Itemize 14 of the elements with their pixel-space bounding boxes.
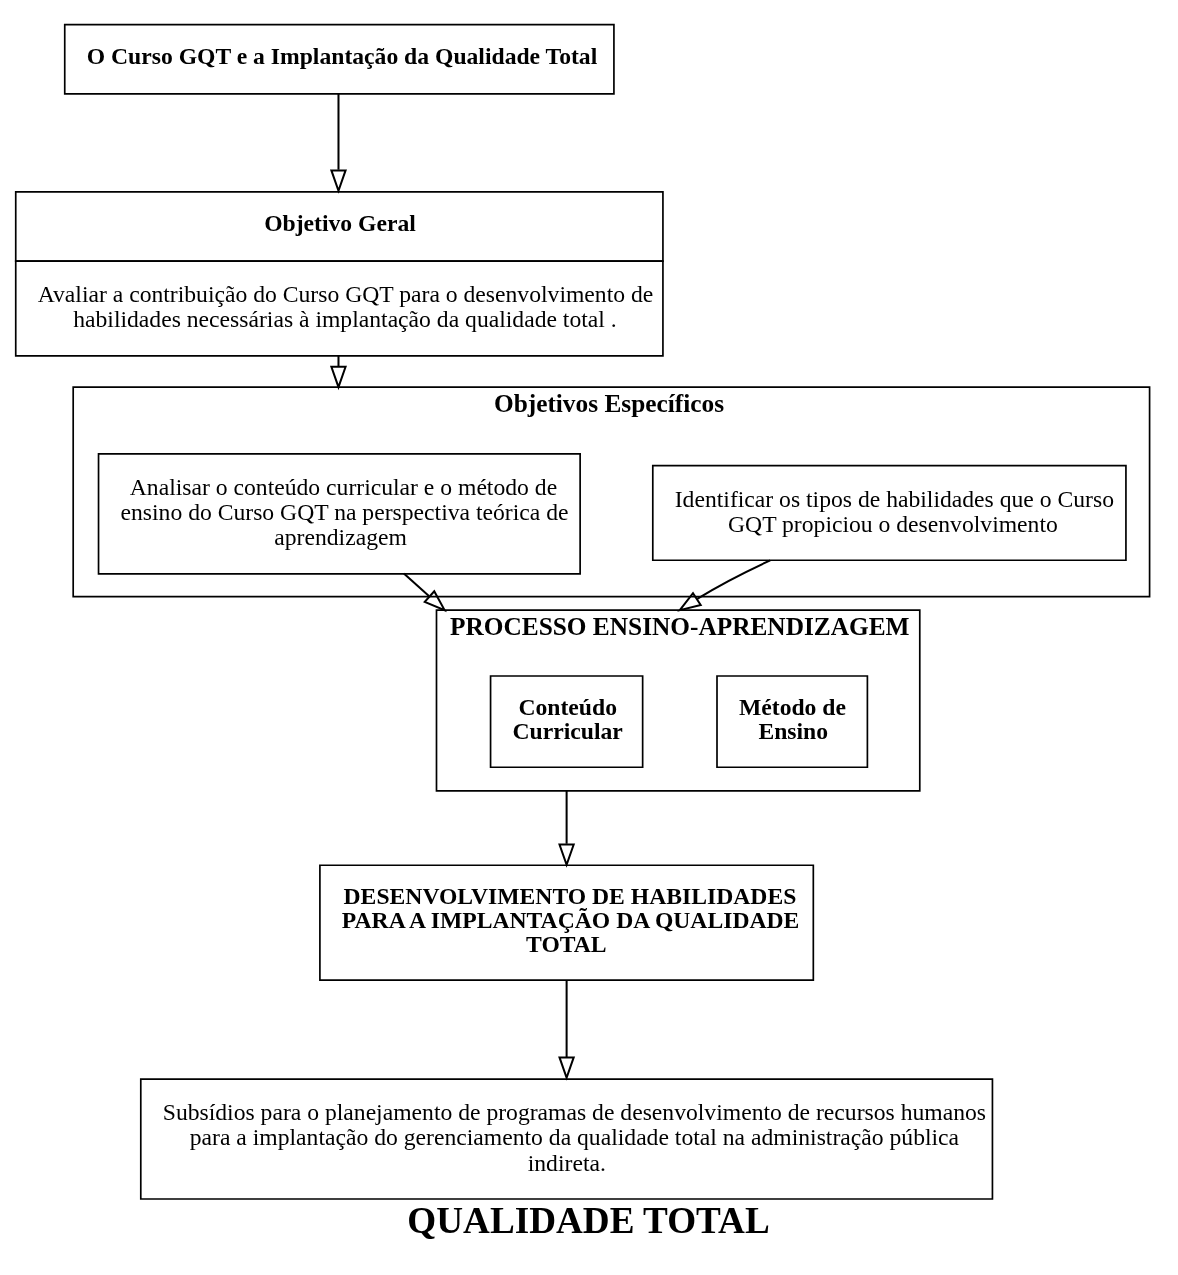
node-box: O Curso GQT e a Implantação da Qualidade Total — [63, 23, 615, 95]
node-box: Analisar o conteúdo curricular e o método de ensino do Curso GQT na perspectiva teórica de aprendizagem — [97, 452, 581, 575]
node-box: Conteúdo Curricular — [489, 674, 644, 768]
node-box: Identificar os tipos de habilidades que o Curso GQT propiciou o desenvolvimento — [651, 464, 1127, 561]
arrow — [329, 354, 347, 390]
node-box: Método de Ensino — [716, 674, 869, 768]
arrow — [677, 558, 771, 612]
arrow — [558, 980, 576, 1081]
caption: QUALIDADE TOTAL — [407, 1199, 770, 1241]
arrow — [403, 572, 447, 612]
node-box: DESENVOLVIMENTO DE HABILIDADES PARA A IMPLANTAÇÃO DA QUALIDADE TOTAL — [319, 863, 815, 981]
arrow — [329, 92, 347, 194]
node-box: Subsídios para o planejamento de programas de desenvolvimento de recursos humanos para a implantação do gerenciamento da qualidade total na administração pública indireta. — [139, 1077, 994, 1200]
arrow — [558, 790, 576, 868]
